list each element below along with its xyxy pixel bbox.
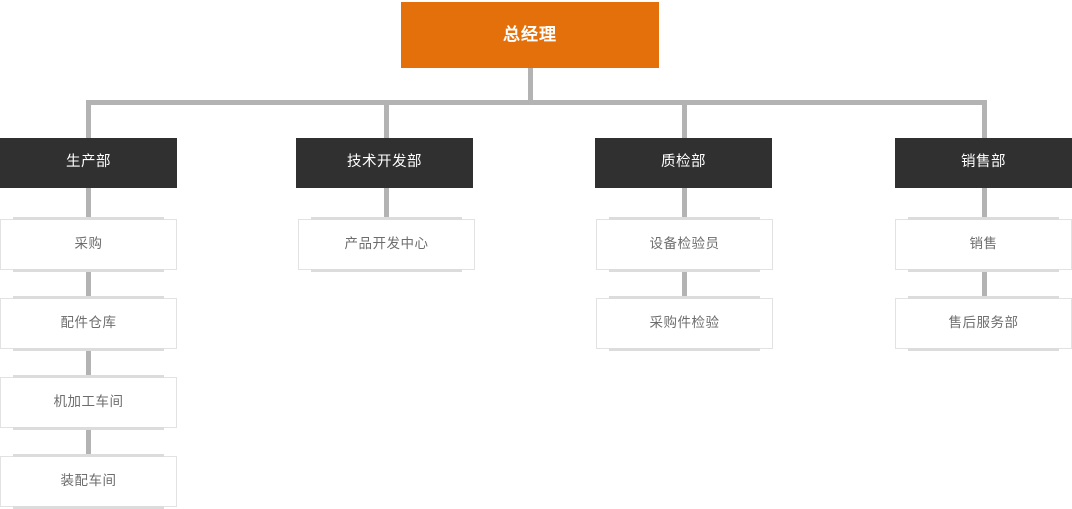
connector-col1-link-2 <box>86 267 91 301</box>
node-sub-equipment-inspector[interactable]: 设备检验员 <box>596 217 773 272</box>
connector-col3-link-1 <box>682 188 687 222</box>
node-dept-tech-development[interactable]: 技术开发部 <box>296 138 473 188</box>
connector-col1-link-1 <box>86 188 91 222</box>
node-sub-procurement[interactable]: 采购 <box>0 217 177 272</box>
connector-col4-link-2 <box>982 267 987 301</box>
node-sub-sales[interactable]: 销售 <box>895 217 1072 272</box>
node-sub-product-development-center-label: 产品开发中心 <box>344 236 429 252</box>
connector-drop-dept-2 <box>384 100 389 138</box>
node-dept-sales-label: 销售部 <box>961 154 1006 171</box>
connector-col3-link-2 <box>682 267 687 301</box>
node-sub-after-sales-service-label: 售后服务部 <box>948 315 1019 331</box>
node-sub-procurement-label: 采购 <box>74 236 103 252</box>
connector-col1-link-4 <box>86 425 91 459</box>
connector-col1-link-3 <box>86 346 91 380</box>
connector-root-stem <box>528 68 533 103</box>
node-root-general-manager[interactable]: 总经理 <box>401 2 659 68</box>
node-sub-equipment-inspector-label: 设备检验员 <box>649 236 720 252</box>
node-dept-production-label: 生产部 <box>66 154 111 171</box>
node-dept-quality-inspection[interactable]: 质检部 <box>595 138 772 188</box>
node-sub-machining-workshop-label: 机加工车间 <box>53 394 124 410</box>
node-dept-production[interactable]: 生产部 <box>0 138 177 188</box>
connector-horizontal-bus <box>86 100 987 105</box>
node-sub-product-development-center[interactable]: 产品开发中心 <box>298 217 475 272</box>
node-dept-sales[interactable]: 销售部 <box>895 138 1072 188</box>
node-sub-parts-warehouse[interactable]: 配件仓库 <box>0 296 177 351</box>
connector-drop-dept-1 <box>86 100 91 138</box>
node-dept-tech-development-label: 技术开发部 <box>347 154 422 171</box>
node-sub-parts-warehouse-label: 配件仓库 <box>60 315 117 331</box>
node-sub-assembly-workshop[interactable]: 装配车间 <box>0 454 177 509</box>
node-sub-sales-label: 销售 <box>969 236 998 252</box>
connector-drop-dept-4 <box>982 100 987 138</box>
node-dept-quality-inspection-label: 质检部 <box>661 154 706 171</box>
node-sub-purchased-parts-inspection-label: 采购件检验 <box>649 315 720 331</box>
node-root-label: 总经理 <box>503 24 557 44</box>
connector-drop-dept-3 <box>682 100 687 138</box>
node-sub-machining-workshop[interactable]: 机加工车间 <box>0 375 177 430</box>
node-sub-purchased-parts-inspection[interactable]: 采购件检验 <box>596 296 773 351</box>
connector-col2-link-1 <box>384 188 389 222</box>
node-sub-assembly-workshop-label: 装配车间 <box>60 473 117 489</box>
node-sub-after-sales-service[interactable]: 售后服务部 <box>895 296 1072 351</box>
connector-col4-link-1 <box>982 188 987 222</box>
